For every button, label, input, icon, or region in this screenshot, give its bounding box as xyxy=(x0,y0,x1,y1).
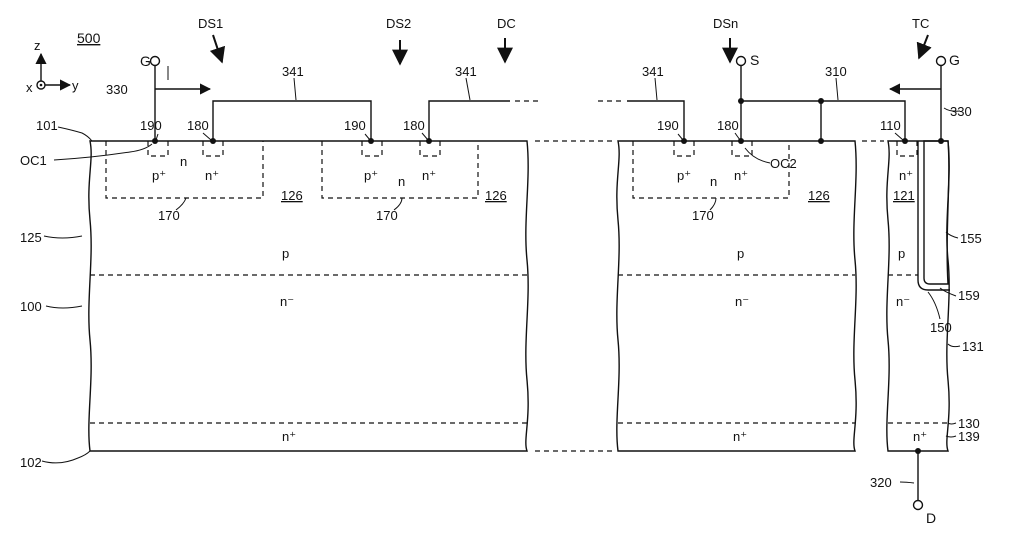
ref-180-b: 180 xyxy=(403,118,425,133)
region-p-mid: p xyxy=(737,246,744,261)
region-n-c: n xyxy=(710,174,717,189)
source-label: S xyxy=(750,52,759,68)
ref-330-left: 330 xyxy=(106,82,128,97)
region-nminus-mid: n⁻ xyxy=(735,294,749,309)
region-nplus-left: n⁺ xyxy=(282,429,296,444)
figure-number: 500 xyxy=(77,30,101,46)
region-n-a: n xyxy=(180,154,187,169)
gate-right-label: G xyxy=(949,52,960,68)
ref-180-c: 180 xyxy=(717,118,739,133)
ref-126-c: 126 xyxy=(808,188,830,203)
ref-190-b: 190 xyxy=(344,118,366,133)
doping-labels: p⁺ n n⁺ p⁺ n n⁺ p⁺ n n⁺ n⁺ p p p n⁻ n⁻ n… xyxy=(152,154,927,444)
drain-label: D xyxy=(926,510,936,526)
region-nplus-a: n⁺ xyxy=(205,168,219,183)
region-p-left: p xyxy=(282,246,289,261)
gate-left-label: G xyxy=(140,53,151,69)
region-nplus-d: n⁺ xyxy=(899,168,913,183)
arrow-dsn-label: DSn xyxy=(713,16,738,31)
ref-155: 155 xyxy=(960,231,982,246)
region-nplus-b: n⁺ xyxy=(422,168,436,183)
axis-x-label: x xyxy=(26,80,33,95)
trench-gate xyxy=(917,140,950,291)
ref-101: 101 xyxy=(36,118,58,133)
layer-boundaries xyxy=(90,274,948,424)
axis-z-label: z xyxy=(34,38,41,53)
region-nminus-right: n⁻ xyxy=(896,294,910,309)
figure-labels: 500 z x y G S G D DS1 DS2 DC DSn TC 330 … xyxy=(20,16,984,526)
ref-121: 121 xyxy=(893,188,915,203)
ref-320: 320 xyxy=(870,475,892,490)
ref-150: 150 xyxy=(930,320,952,335)
ref-125: 125 xyxy=(20,230,42,245)
reference-leaders xyxy=(41,66,961,484)
arrow-tc-label: TC xyxy=(912,16,929,31)
arrow-ds1-label: DS1 xyxy=(198,16,223,31)
arrow-ds2-label: DS2 xyxy=(386,16,411,31)
ref-190-a: 190 xyxy=(140,118,162,133)
region-nplus-mid: n⁺ xyxy=(733,429,747,444)
ref-139: 139 xyxy=(958,429,980,444)
ref-110: 110 xyxy=(880,118,901,133)
substrate-block-middle xyxy=(616,140,857,452)
region-nminus-left: n⁻ xyxy=(280,294,294,309)
substrate-block-left xyxy=(88,140,529,452)
axis-y-label: y xyxy=(72,78,79,93)
region-p-right: p xyxy=(898,246,905,261)
contact-dots xyxy=(152,98,944,454)
ref-341-first: 341 xyxy=(282,64,304,79)
ref-170-c: 170 xyxy=(692,208,714,223)
ref-oc2: OC2 xyxy=(770,156,797,171)
ref-341-third: 341 xyxy=(642,64,664,79)
metal-wiring xyxy=(154,66,942,500)
ref-100: 100 xyxy=(20,299,42,314)
ref-170-a: 170 xyxy=(158,208,180,223)
region-pplus-c: p⁺ xyxy=(677,168,691,183)
ref-130: 130 xyxy=(958,416,980,431)
ref-oc1: OC1 xyxy=(20,153,47,168)
ref-126-b: 126 xyxy=(485,188,507,203)
ref-102: 102 xyxy=(20,455,42,470)
arrow-dc-label: DC xyxy=(497,16,516,31)
ref-131: 131 xyxy=(962,339,984,354)
ref-126-a: 126 xyxy=(281,188,303,203)
continuation-lines xyxy=(535,140,884,452)
ref-330-right: 330 xyxy=(950,104,972,119)
ref-170-b: 170 xyxy=(376,208,398,223)
region-pplus-b: p⁺ xyxy=(364,168,378,183)
n-well-regions xyxy=(105,141,790,199)
coordinate-axes xyxy=(35,52,72,91)
region-pplus-a: p⁺ xyxy=(152,168,166,183)
region-n-b: n xyxy=(398,174,405,189)
view-arrows xyxy=(209,34,932,66)
ref-310: 310 xyxy=(825,64,847,79)
terminal-circles xyxy=(149,55,947,511)
ref-190-c: 190 xyxy=(657,118,679,133)
region-nplus-c: n⁺ xyxy=(734,168,748,183)
ref-180-a: 180 xyxy=(187,118,209,133)
ref-159: 159 xyxy=(958,288,980,303)
region-nplus-right: n⁺ xyxy=(913,429,927,444)
ref-341-second: 341 xyxy=(455,64,477,79)
